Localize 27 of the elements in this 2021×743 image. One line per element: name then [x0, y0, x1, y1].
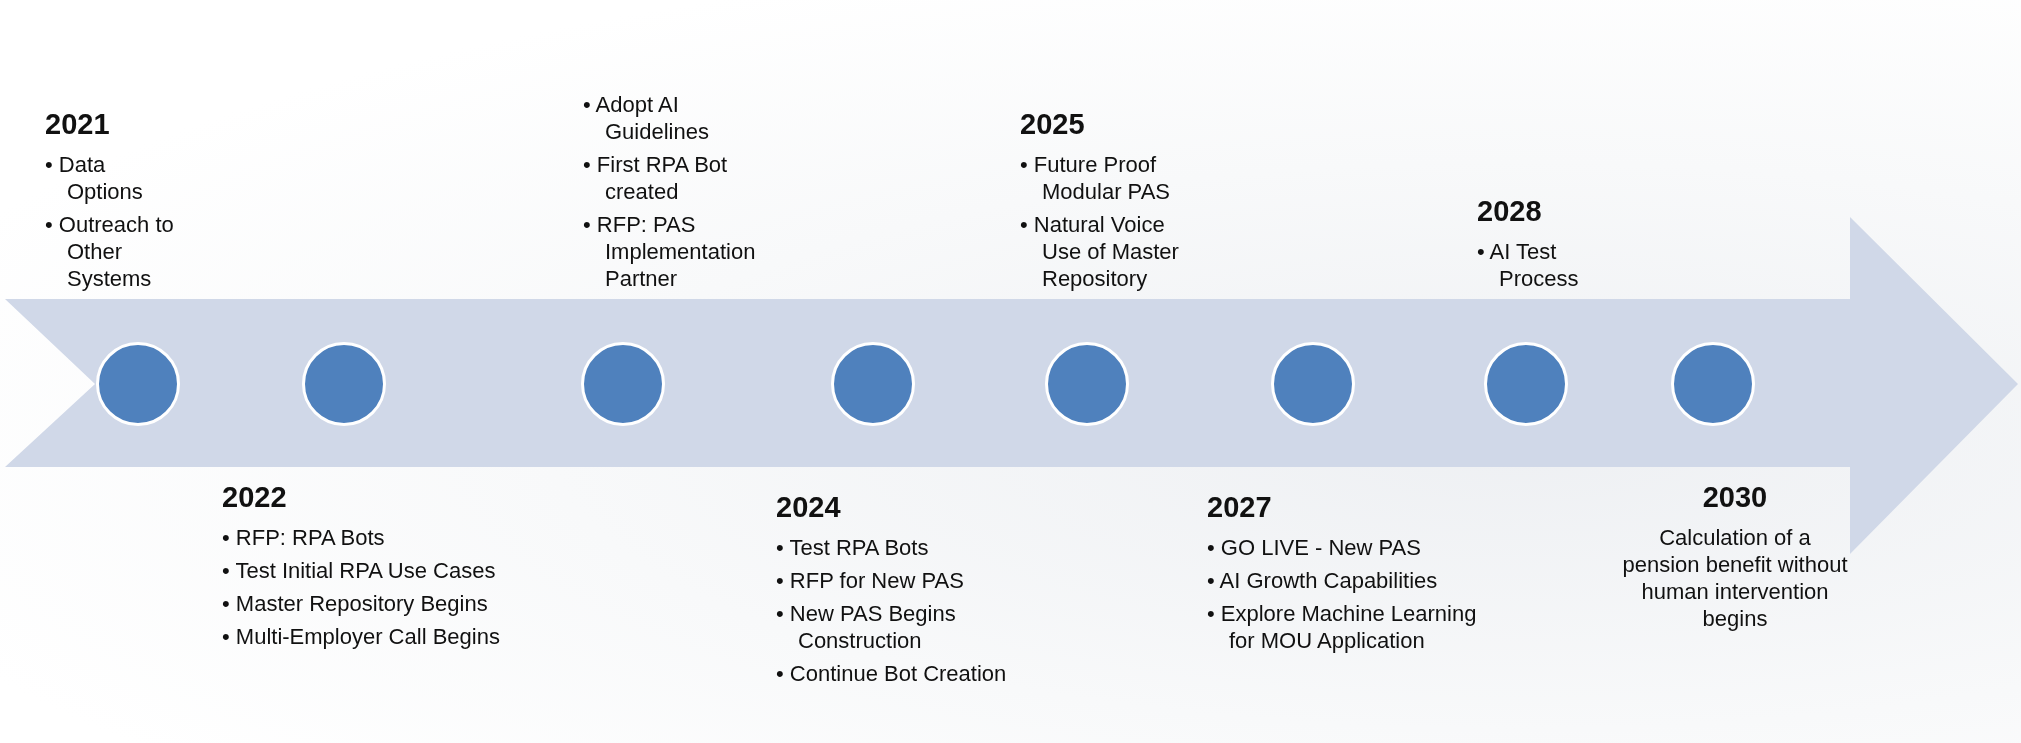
milestone-item: • First RPA Bot created: [583, 151, 729, 205]
milestone-item: • RFP: RPA Bots: [222, 524, 386, 551]
milestone-item: • Multi-Employer Call Begins: [222, 623, 501, 650]
milestone-item: • Continue Bot Creation: [776, 660, 1008, 687]
milestone-item: • Explore Machine Learning for MOU Application: [1207, 600, 1477, 654]
milestone-item: • Future Proof Modular PAS: [1020, 151, 1171, 205]
year-heading: 2028: [1477, 194, 1543, 228]
year-heading: 2030: [1701, 480, 1769, 514]
milestone-item: • Adopt AI Guidelines: [583, 91, 710, 145]
year-heading: 2027: [1207, 490, 1273, 524]
milestone-text: Calculation of a pension benefit without human intervention begins: [1621, 524, 1849, 632]
milestone-item: • Test Initial RPA Use Cases: [222, 557, 497, 584]
milestone-item: • AI Growth Capabilities: [1207, 567, 1439, 594]
year-heading: 2021: [45, 107, 111, 141]
milestone-item: • Data Options: [45, 151, 144, 205]
milestone-item: • Outreach to Other Systems: [45, 211, 175, 292]
milestone-item: • RFP: PAS Implementation Partner: [583, 211, 753, 292]
milestone-item: • Master Repository Begins: [222, 590, 489, 617]
year-heading: 2024: [776, 490, 842, 524]
milestone-item: • Natural Voice Use of Master Repository: [1020, 211, 1180, 292]
milestone-item: • AI Test Process: [1477, 238, 1580, 292]
milestone-item: • RFP for New PAS: [776, 567, 965, 594]
year-heading: 2022: [222, 480, 288, 514]
year-heading: 2025: [1020, 107, 1086, 141]
milestone-item: • New PAS Begins Construction: [776, 600, 957, 654]
milestone-item: • Test RPA Bots: [776, 534, 930, 561]
milestone-item: • GO LIVE - New PAS: [1207, 534, 1422, 561]
